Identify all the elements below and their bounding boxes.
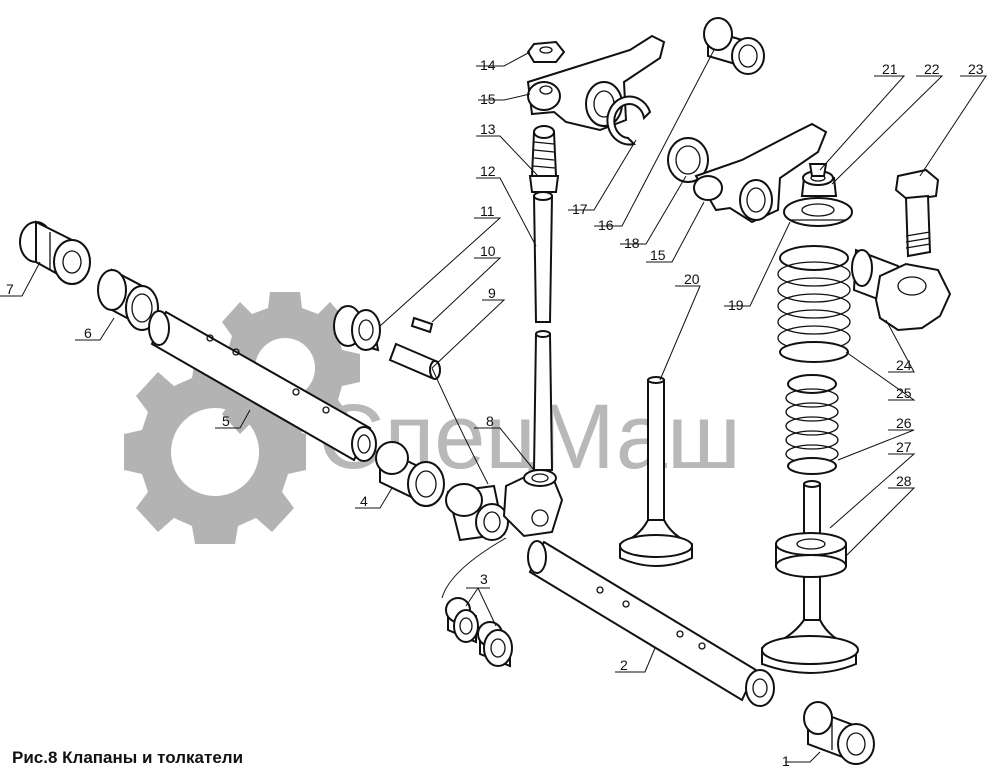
- part-21-key: [808, 163, 828, 177]
- callout-23: 23: [968, 61, 984, 77]
- part-23-bolt: [894, 168, 940, 258]
- part-9-roller-pin: [388, 342, 441, 380]
- part-15-rocker-upper: [526, 34, 666, 132]
- part-18-washer: [667, 137, 709, 183]
- part-6-sleeve: [97, 268, 159, 331]
- callout-25: 25: [896, 385, 912, 401]
- part-14-nut: [526, 40, 566, 63]
- part-26-inner-spring: [785, 374, 839, 475]
- part-27-valve-seat: [775, 532, 847, 578]
- part-16-bushing: [703, 17, 765, 75]
- part-2-tappet-shaft: [527, 540, 775, 707]
- callout-3: 3: [480, 571, 488, 587]
- part-17-snap-ring: [606, 95, 652, 146]
- callout-14: 14: [480, 57, 496, 73]
- part-3-bushings: [445, 597, 513, 668]
- callout-26: 26: [896, 415, 912, 431]
- part-15-rocker-right: [693, 122, 828, 224]
- part-1-bushing: [803, 701, 875, 765]
- part-20-valve-intake: [619, 376, 693, 567]
- part-22-cap: [800, 170, 838, 197]
- callout-20: 20: [684, 271, 700, 287]
- callout-5: 5: [222, 413, 230, 429]
- part-11-sleeve: [333, 305, 381, 352]
- callout-13: 13: [480, 121, 496, 137]
- callout-7: 7: [6, 281, 14, 297]
- leader-lines: [0, 49, 987, 763]
- part-19-spring-plate: [783, 197, 853, 227]
- part-10-pin: [410, 316, 434, 334]
- callout-4: 4: [360, 493, 368, 509]
- callout-18: 18: [624, 235, 640, 251]
- figure-caption: Рис.8 Клапаны и толкатели: [12, 748, 244, 767]
- callout-16: 16: [598, 217, 614, 233]
- part-7-bushing: [19, 220, 91, 285]
- callout-17: 17: [572, 201, 588, 217]
- callout-27: 27: [896, 439, 912, 455]
- callout-10: 10: [480, 243, 496, 259]
- callout-numbers: 1 2 3 4 5 6 7 8 9 10 11 12 13 14 15 15 1…: [6, 57, 984, 769]
- part-5-rocker-shaft: [148, 310, 377, 462]
- part-12-push-rod: [532, 191, 554, 471]
- callout-2: 2: [620, 657, 628, 673]
- part-24-rocker-bracket: [851, 248, 952, 332]
- callout-6: 6: [84, 325, 92, 341]
- callout-15-upper: 15: [480, 91, 496, 107]
- part-28-valve-exhaust: [761, 480, 859, 674]
- callout-12: 12: [480, 163, 496, 179]
- callout-1: 1: [782, 753, 790, 769]
- callout-22: 22: [924, 61, 940, 77]
- part-13-adjuster: [528, 125, 560, 193]
- callout-28: 28: [896, 473, 912, 489]
- callout-15-lower: 15: [650, 247, 666, 263]
- callout-9: 9: [488, 285, 496, 301]
- callout-21: 21: [882, 61, 898, 77]
- part-4-sleeve: [375, 441, 445, 507]
- callout-19: 19: [728, 297, 744, 313]
- part-25-outer-spring: [777, 245, 851, 363]
- callout-8: 8: [486, 413, 494, 429]
- callout-24: 24: [896, 357, 912, 373]
- callout-11: 11: [480, 203, 495, 219]
